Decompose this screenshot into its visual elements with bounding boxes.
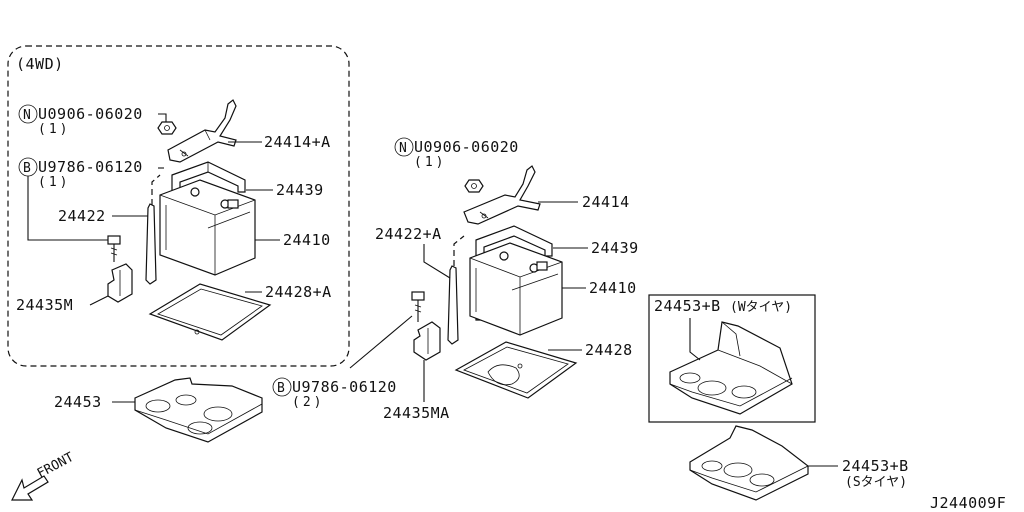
leader-bracket-4wd bbox=[89, 295, 109, 306]
bracket-part-icon bbox=[413, 321, 441, 361]
label-frame-4wd: 24439 bbox=[276, 181, 324, 199]
rod-part-icon bbox=[447, 235, 465, 345]
front-arrow-icon bbox=[11, 475, 49, 501]
label-holder: 24414 bbox=[582, 193, 630, 211]
label-nut-code: U0906-06020 bbox=[414, 138, 519, 156]
label-tray: 24428 bbox=[585, 341, 633, 359]
group-w-tire: 24453+B (Wタイヤ) bbox=[648, 294, 816, 423]
label-bolt-code-4wd: U9786-06120 bbox=[38, 158, 143, 176]
label-frame: 24439 bbox=[591, 239, 639, 257]
battery-icon bbox=[469, 242, 563, 336]
holder-part-icon bbox=[463, 165, 541, 225]
bolt-marker-letter-2: B bbox=[277, 381, 285, 396]
label-base-plate: 24453 bbox=[54, 393, 102, 411]
label-holder-4wd: 24414+A bbox=[264, 133, 331, 151]
bolt-marker-letter: B bbox=[23, 161, 31, 176]
nut-marker-letter: N bbox=[23, 108, 31, 123]
label-base-s-code: 24453+B bbox=[842, 457, 909, 475]
group-4wd-label: (4WD) bbox=[16, 55, 64, 73]
leader-bolt bbox=[349, 315, 413, 369]
label-bracket: 24435MA bbox=[383, 404, 450, 422]
label-front: FRONT bbox=[35, 450, 77, 482]
callout-nut-4wd: N U0906-06020 (1) bbox=[18, 104, 167, 137]
group-4wd-border bbox=[7, 45, 350, 367]
bolt-marker-icon-2 bbox=[272, 377, 292, 397]
label-base-s-note: (Sタイヤ) bbox=[845, 475, 907, 490]
label-tray-4wd: 24428+A bbox=[265, 283, 332, 301]
label-bolt-code: U9786-06120 bbox=[292, 378, 397, 396]
leader-base-w bbox=[689, 318, 701, 361]
group-4wd: (4WD) N U0906-06020 (1) B U9786-06120 (1… bbox=[7, 45, 350, 367]
holder-part-4wd-icon bbox=[167, 99, 237, 163]
bolt-part-4wd-icon bbox=[107, 235, 121, 262]
label-rod: 24422+A bbox=[375, 225, 442, 243]
callout-bolt-4wd: B U9786-06120 (1) bbox=[18, 157, 164, 241]
label-rod-4wd: 24422 bbox=[58, 207, 106, 225]
group-w-tire-border bbox=[648, 294, 816, 423]
nut-marker-icon-2 bbox=[394, 137, 414, 157]
nut-part-icon bbox=[464, 179, 484, 193]
tray-icon bbox=[454, 341, 578, 399]
nut-marker-letter-2: N bbox=[399, 141, 407, 156]
tray-4wd-icon bbox=[148, 283, 272, 341]
label-nut-code-4wd: U0906-06020 bbox=[38, 105, 143, 123]
label-bracket-4wd: 24435M bbox=[16, 296, 73, 314]
base-plate-w-icon bbox=[669, 321, 793, 415]
base-plate-s-icon bbox=[689, 425, 809, 501]
callout-nut: N U0906-06020 (1) bbox=[394, 137, 519, 170]
leader-nut-4wd bbox=[158, 113, 167, 122]
label-base-w-code: 24453+B bbox=[654, 297, 721, 315]
label-base-w-note: (Wタイヤ) bbox=[730, 300, 792, 315]
label-bolt-qty: (2) bbox=[292, 395, 324, 410]
callout-bolt: B U9786-06120 (2) bbox=[272, 315, 413, 410]
label-battery: 24410 bbox=[589, 279, 637, 297]
label-battery-4wd: 24410 bbox=[283, 231, 331, 249]
bolt-part-icon bbox=[411, 291, 425, 322]
label-nut-qty: (1) bbox=[414, 155, 446, 170]
label-nut-qty-4wd: (1) bbox=[38, 122, 70, 137]
label-bolt-qty-4wd: (1) bbox=[38, 175, 70, 190]
nut-marker-icon bbox=[18, 104, 38, 124]
leader-rod bbox=[423, 244, 451, 279]
bracket-part-4wd-icon bbox=[107, 263, 133, 303]
rod-part-4wd-icon bbox=[145, 174, 161, 285]
nut-part-4wd-icon bbox=[157, 121, 177, 135]
leader-bolt-4wd bbox=[27, 176, 110, 241]
diagram-id: J244009F bbox=[930, 494, 1006, 512]
base-plate-icon bbox=[134, 377, 263, 443]
battery-4wd-icon bbox=[159, 179, 256, 276]
